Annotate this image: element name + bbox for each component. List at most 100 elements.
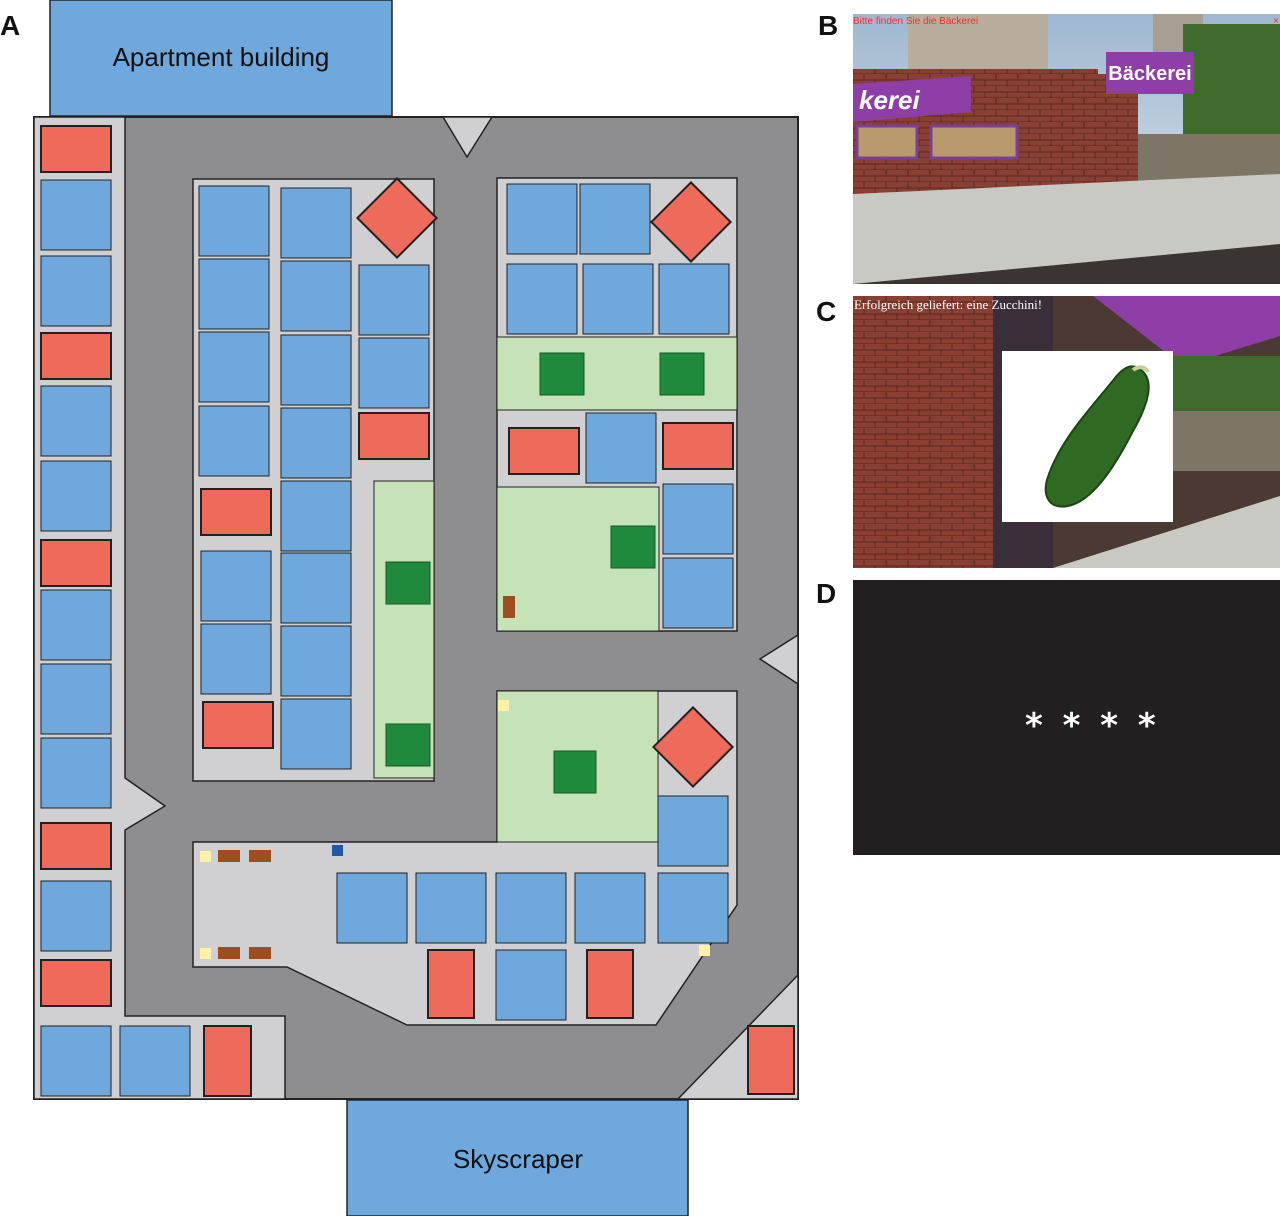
trees: [1183, 24, 1280, 149]
close-x: ×: [1273, 16, 1279, 27]
building: [280, 334, 352, 406]
building: [198, 258, 270, 330]
building: [198, 331, 270, 403]
store: [427, 949, 475, 1019]
feedback-text: Erfolgreich geliefert: eine Zucchini!: [854, 297, 1042, 312]
bakery-scene: kerei Bäckerei Bitte finden Sie die Bäck…: [853, 14, 1280, 284]
marker-blue: [332, 845, 343, 856]
street-triangle-top: [441, 116, 494, 159]
bench: [218, 850, 240, 862]
lamp: [699, 945, 710, 956]
building: [657, 872, 729, 944]
panel-label-a: A: [0, 10, 21, 41]
store: [202, 701, 274, 749]
building: [662, 557, 734, 629]
bench: [249, 947, 271, 959]
building: [280, 407, 352, 479]
store: [200, 488, 272, 536]
building: [40, 179, 112, 251]
fixation-screen: * * * *: [853, 580, 1280, 855]
apartment-building-label: Apartment building: [113, 42, 330, 72]
store: [662, 422, 734, 470]
building: [200, 623, 272, 695]
building: [280, 187, 352, 259]
tree: [385, 723, 431, 767]
store: [40, 959, 112, 1007]
pavement: [1053, 496, 1280, 568]
building: [495, 872, 567, 944]
building: [280, 260, 352, 332]
store: [649, 180, 733, 264]
building: [506, 263, 578, 335]
building: [198, 405, 270, 477]
store: [586, 949, 634, 1019]
building: [662, 483, 734, 555]
bench: [218, 947, 240, 959]
bench: [249, 850, 271, 862]
building: [40, 589, 112, 661]
building: [579, 183, 651, 255]
stone-wall: [1173, 411, 1280, 471]
brick-wall: [853, 296, 993, 568]
building: [40, 880, 112, 952]
building: [280, 698, 352, 770]
fixation-asterisks: * * * *: [1025, 706, 1160, 746]
building: [40, 385, 112, 457]
building: [40, 1025, 112, 1097]
city-map: Apartment building Skyscraper: [33, 0, 799, 1216]
bakery-sign-text: Bäckerei: [1108, 63, 1191, 85]
building: [280, 480, 352, 552]
lamp: [200, 948, 211, 959]
lamp: [498, 700, 509, 711]
building: [358, 264, 430, 336]
zucchini-icon: [1044, 365, 1150, 508]
store: [40, 125, 112, 173]
delivery-scene: Erfolgreich geliefert: eine Zucchini!: [853, 296, 1280, 568]
tree: [385, 561, 431, 605]
sidewalk-ground: [853, 174, 1280, 284]
building: [336, 872, 408, 944]
building: [415, 872, 487, 944]
building: [358, 337, 430, 409]
bench: [503, 596, 515, 618]
lamp: [200, 851, 211, 862]
bakery-sign: [1106, 52, 1194, 94]
shop-window-2: [929, 124, 1019, 160]
store: [508, 427, 580, 475]
panel-label-d: D: [816, 578, 837, 609]
tree: [610, 525, 656, 569]
store: [651, 705, 735, 789]
panel-label-b: B: [818, 10, 839, 41]
tree: [539, 352, 585, 396]
awning-text: kerei: [859, 85, 920, 115]
street-ground: [853, 244, 1280, 284]
panel-label-c: C: [816, 296, 837, 327]
store: [203, 1025, 252, 1097]
building: [119, 1025, 191, 1097]
store: [40, 539, 112, 587]
building: [585, 412, 657, 484]
building: [198, 185, 270, 257]
instruction-text: Bitte finden Sie die Bäckerei: [853, 16, 978, 27]
store: [358, 412, 430, 460]
building: [495, 949, 567, 1021]
awning-left: [853, 76, 971, 122]
shop-window-1: [855, 124, 919, 160]
awning: [1093, 296, 1280, 366]
building: [582, 263, 654, 335]
building: [40, 255, 112, 327]
building: [200, 550, 272, 622]
building: [40, 737, 112, 809]
hedge: [1173, 356, 1280, 416]
building: [40, 460, 112, 532]
building: [280, 625, 352, 697]
skyscraper: [346, 1099, 689, 1216]
apartment-building: [49, 0, 393, 117]
store: [747, 1025, 795, 1095]
street-triangle-right: [758, 633, 799, 686]
building: [657, 795, 729, 867]
building: [658, 263, 730, 335]
building: [280, 552, 352, 624]
building: [506, 183, 578, 255]
store: [40, 332, 112, 380]
